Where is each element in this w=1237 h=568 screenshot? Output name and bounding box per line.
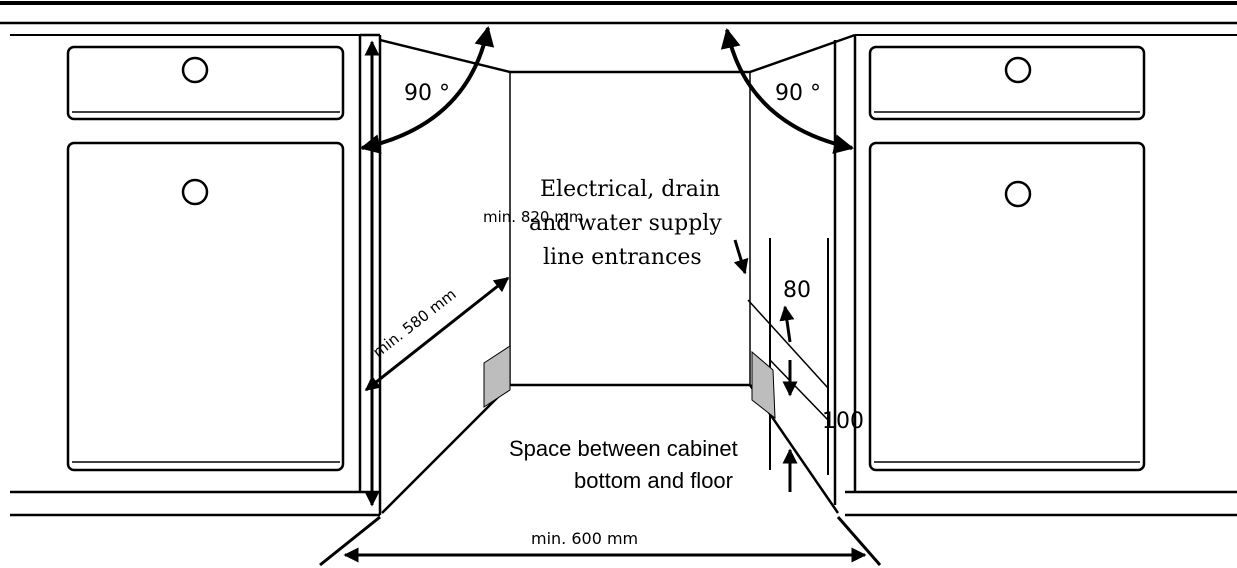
entrances-label-line2: and water supply (529, 211, 722, 236)
door-swing-arrows (360, 26, 854, 154)
space-label-line1: Space between cabinet (509, 436, 738, 461)
left-door-knob (181, 178, 209, 206)
entrances-label: Electrical, drain and water supply line … (529, 177, 722, 270)
width-ticks (319, 515, 882, 567)
height-label: min. 820 mm (483, 208, 583, 226)
right-drawer-knob (1004, 56, 1032, 84)
depth-label: min. 580 mm (369, 285, 459, 361)
dimension-arrows (343, 40, 867, 563)
dim-80-label: 80 (783, 278, 811, 303)
space-label: Space between cabinet bottom and floor (509, 436, 738, 493)
width-label: min. 600 mm (531, 529, 638, 548)
entrances-label-line3: line entrances (543, 245, 702, 270)
left-drawer (66, 45, 345, 121)
right-cabinet (833, 35, 1146, 505)
left-door (66, 141, 345, 472)
floor-lines (10, 490, 1237, 517)
left-drawer-knob (181, 56, 209, 84)
dim-100-label: 100 (822, 409, 864, 434)
space-label-line2: bottom and floor (574, 468, 733, 493)
angle-right-label: 90 ° (775, 81, 821, 106)
angle-left-label: 90 ° (404, 81, 450, 106)
countertop (0, 1, 1237, 36)
right-drawer (868, 45, 1146, 121)
left-entrance-shade (483, 345, 511, 408)
right-door-knob (1004, 180, 1032, 208)
entrances-label-line1: Electrical, drain (540, 177, 720, 202)
dishwasher-niche (379, 33, 856, 514)
right-entrance-shade (751, 350, 776, 420)
right-door (868, 141, 1146, 472)
left-cabinet (66, 33, 382, 515)
